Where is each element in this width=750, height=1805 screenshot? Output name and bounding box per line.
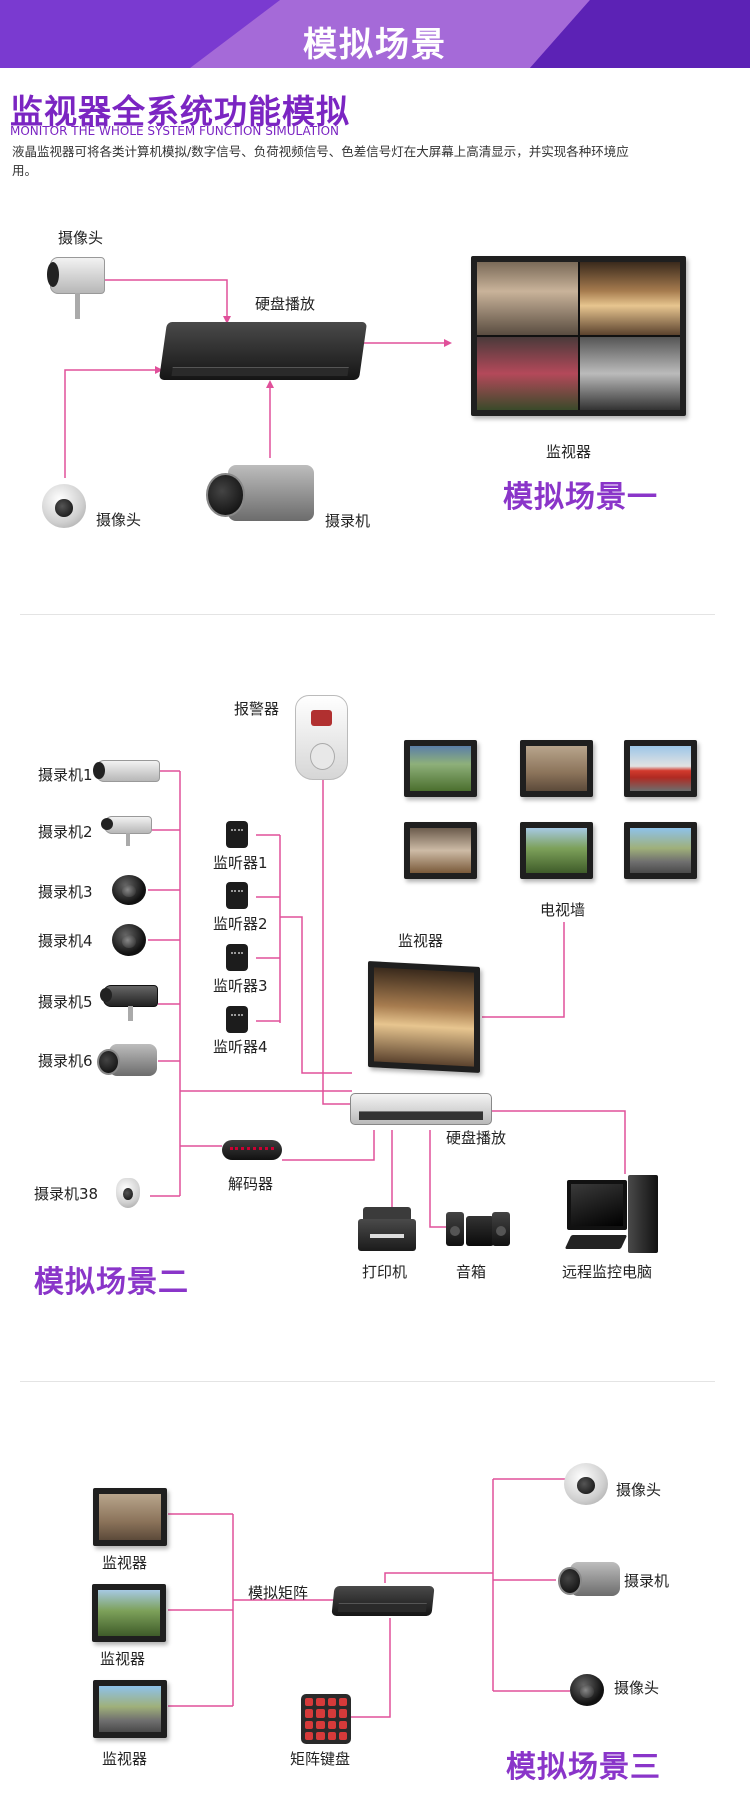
dome-camera-icon <box>42 484 86 528</box>
scene2-tv-wall-label: 电视墙 <box>540 901 586 919</box>
dome-camera-icon <box>570 1674 604 1706</box>
scene3-monitor-icon <box>92 1584 166 1642</box>
listener-label-1: 监听器1 <box>213 854 268 872</box>
subwoofer-icon <box>466 1216 494 1246</box>
scene2-monitor-label: 监视器 <box>398 932 444 950</box>
recorder-label-38: 摄录机38 <box>34 1185 99 1203</box>
header-banner: 模拟场景 <box>0 0 750 68</box>
ir-camera-icon <box>100 985 158 1021</box>
section-divider <box>20 1381 715 1382</box>
speaker-icon <box>492 1212 510 1246</box>
scene1-monitor-label: 监视器 <box>546 443 592 461</box>
scene1-dvr-label: 硬盘播放 <box>255 295 316 313</box>
scene3-monitor-icon <box>93 1680 167 1738</box>
scene3-matrix-label: 模拟矩阵 <box>248 1584 309 1602</box>
scene3-name: 模拟场景三 <box>506 1750 661 1785</box>
dvr-icon <box>350 1093 492 1125</box>
scene1-connections <box>64 279 452 478</box>
listener-label-2: 监听器2 <box>213 915 268 933</box>
tv-wall-screen <box>624 822 697 879</box>
dome-camera-icon <box>112 875 146 905</box>
page-title: 监视器全系统功能模拟 <box>10 92 350 131</box>
listener-label-3: 监听器3 <box>213 977 268 995</box>
tv-wall-screen <box>520 822 593 879</box>
listener-label-4: 监听器4 <box>213 1038 268 1056</box>
matrix-icon <box>331 1586 435 1616</box>
page-subtitle: MONITOR THE WHOLE SYSTEM FUNCTION SIMULA… <box>10 124 340 138</box>
bullet-camera-icon <box>93 760 160 782</box>
scene3-monitor-label-3: 监视器 <box>102 1750 148 1768</box>
scene3-monitor-label-2: 监视器 <box>100 1650 146 1668</box>
scene1-dome-camera-label: 摄像头 <box>96 511 142 529</box>
scene2-decoder-label: 解码器 <box>228 1175 274 1193</box>
bullet-camera-icon <box>101 816 152 846</box>
scene2-alarm-label: 报警器 <box>234 700 280 718</box>
scene3-keyboard-label: 矩阵键盘 <box>290 1750 351 1768</box>
dome-camera-icon <box>564 1463 608 1505</box>
scene3-monitor-icon <box>93 1488 167 1546</box>
tv-wall-screen <box>404 822 477 879</box>
scene3-monitor-label-1: 监视器 <box>102 1554 148 1572</box>
page-description: 液晶监视器可将各类计算机模拟/数字信号、负荷视频信号、色差信号灯在大屏幕上高清显… <box>12 144 629 178</box>
speaker-icon <box>446 1212 464 1246</box>
section-divider <box>20 614 715 615</box>
banner-background <box>0 0 750 68</box>
listener-icon <box>226 821 248 848</box>
decoder-icon <box>222 1140 282 1160</box>
tv-wall-screen <box>520 740 593 797</box>
tv-wall-screen <box>404 740 477 797</box>
dome-camera-icon <box>112 924 146 956</box>
printer-icon <box>358 1207 416 1251</box>
ptz-camera-icon <box>116 1178 140 1208</box>
scene1-camcorder-label: 摄录机 <box>325 512 371 530</box>
recorder-label-3: 摄录机3 <box>38 883 93 901</box>
banner-title: 模拟场景 <box>303 25 447 65</box>
scene2-printer-label: 打印机 <box>362 1263 408 1281</box>
scene2-dvr-label: 硬盘播放 <box>446 1129 507 1147</box>
recorder-label-6: 摄录机6 <box>38 1052 93 1070</box>
bullet-camera-icon <box>47 257 105 319</box>
scene3-device-label-1: 摄像头 <box>616 1481 662 1499</box>
matrix-keyboard-icon <box>301 1694 351 1744</box>
scene2-name: 模拟场景二 <box>34 1265 189 1300</box>
camcorder-icon <box>97 1040 157 1080</box>
pc-tower-icon <box>628 1175 658 1253</box>
scene2-speaker-label: 音箱 <box>456 1263 487 1281</box>
tv-wall-screen <box>624 740 697 797</box>
recorder-label-5: 摄录机5 <box>38 993 93 1011</box>
recorder-label-4: 摄录机4 <box>38 932 93 950</box>
scene3-device-label-2: 摄录机 <box>624 1572 670 1590</box>
alarm-icon <box>295 695 348 780</box>
camcorder-icon <box>206 458 314 528</box>
listener-icon <box>226 944 248 971</box>
camcorder-icon <box>558 1558 620 1600</box>
scene2-remote-pc-label: 远程监控电脑 <box>562 1263 653 1281</box>
listener-icon <box>226 882 248 909</box>
listener-icon <box>226 1006 248 1033</box>
pc-monitor-icon <box>567 1180 627 1230</box>
recorder-label-2: 摄录机2 <box>38 823 93 841</box>
recorder-label-1: 摄录机1 <box>38 766 93 784</box>
scene1-name: 模拟场景一 <box>503 480 658 515</box>
scene3-device-label-3: 摄像头 <box>614 1679 660 1697</box>
scene1-camera-top-label: 摄像头 <box>58 229 104 247</box>
scene1-monitor-icon <box>471 256 686 416</box>
